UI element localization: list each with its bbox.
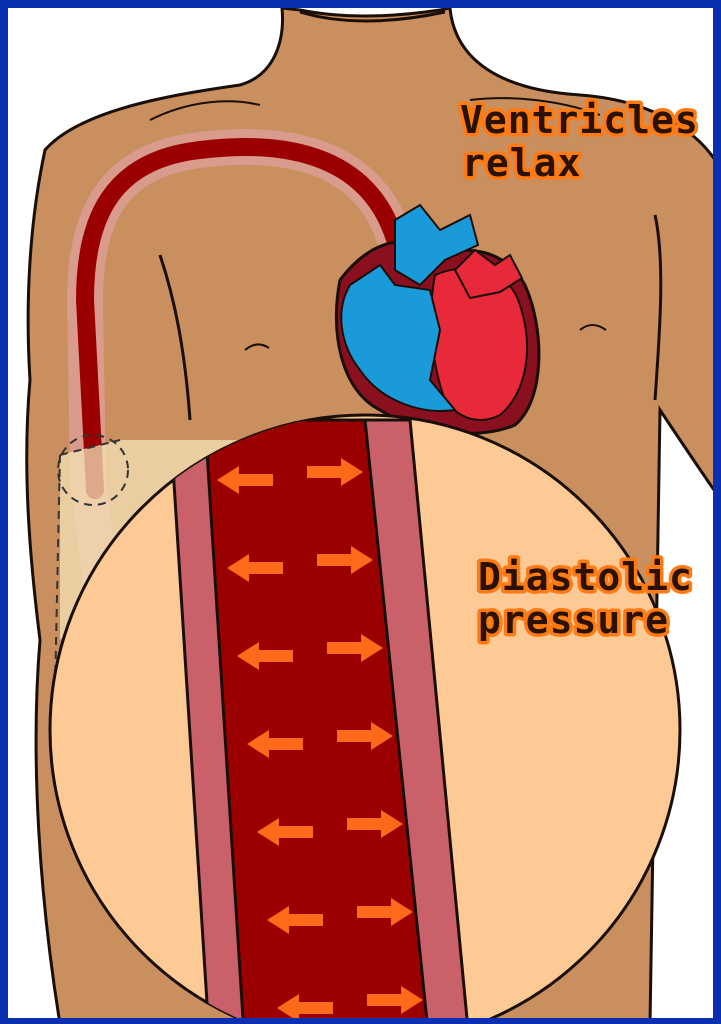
- label-ventricles-line2: relax: [462, 141, 581, 185]
- label-ventricles-line1: Ventricles: [460, 98, 699, 142]
- label-diastolic-line1: Diastolic: [478, 555, 693, 599]
- label-diastolic-line2: pressure: [478, 598, 669, 642]
